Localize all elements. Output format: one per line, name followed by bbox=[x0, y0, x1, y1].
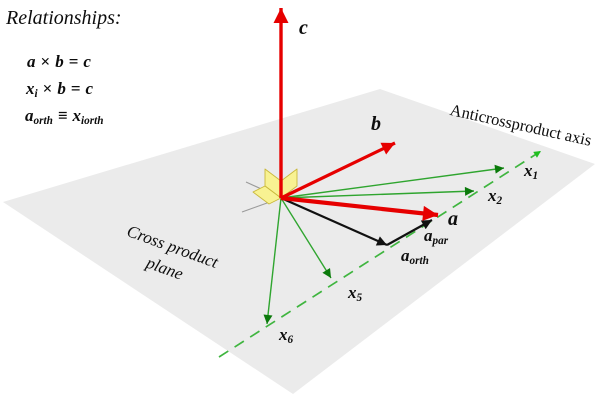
right-angle-marker bbox=[252, 168, 298, 205]
vector-x6-arrow bbox=[263, 197, 282, 325]
vector-a-label: a bbox=[448, 208, 458, 230]
vector-x1-label: x1 bbox=[524, 161, 539, 183]
eq3-x: x bbox=[72, 106, 82, 125]
a-orth-main: a bbox=[401, 246, 410, 265]
vector-x6-label: x6 bbox=[279, 325, 294, 347]
a-par-main: a bbox=[424, 226, 433, 245]
x2-subscript: 2 bbox=[496, 195, 503, 208]
eq1-b: b bbox=[55, 52, 64, 71]
eq2-b: b bbox=[57, 79, 66, 98]
eq2-equals: = bbox=[70, 79, 81, 98]
vector-c-label: c bbox=[299, 17, 308, 39]
relationships-title: Relationships: bbox=[6, 7, 122, 29]
equation-aorth-xiorth: aorth ≡xiorth bbox=[25, 106, 104, 128]
vector-x5-arrow bbox=[280, 197, 332, 279]
x6-main: x bbox=[279, 325, 288, 344]
x2-main: x bbox=[488, 186, 497, 205]
eq2-cross-operator: × bbox=[42, 79, 53, 98]
x5-subscript: 5 bbox=[356, 292, 363, 305]
vector-a-orth-arrow bbox=[280, 196, 388, 247]
vector-x2-label: x2 bbox=[488, 186, 503, 208]
equation-axb-c: a×b=c bbox=[27, 53, 91, 70]
eq2-x-subscript: i bbox=[34, 88, 38, 101]
vector-b-label: b bbox=[371, 113, 381, 135]
a-par-subscript: par bbox=[432, 235, 449, 248]
a-orth-subscript: orth bbox=[409, 255, 429, 268]
vector-x1-arrow bbox=[280, 164, 505, 199]
anticrossproduct-axis-dashed-line bbox=[218, 150, 542, 358]
eq1-c: c bbox=[83, 52, 91, 71]
x1-subscript: 1 bbox=[532, 170, 539, 183]
eq2-c: c bbox=[85, 79, 94, 98]
eq1-cross-operator: × bbox=[40, 52, 51, 71]
vector-x5-label: x5 bbox=[348, 283, 363, 305]
x5-main: x bbox=[348, 283, 357, 302]
vector-b-arrow bbox=[280, 141, 396, 200]
vector-a-arrow bbox=[280, 195, 439, 221]
eq3-a: a bbox=[25, 106, 34, 125]
eq2-x: x bbox=[26, 79, 35, 98]
eq1-a: a bbox=[27, 52, 36, 71]
eq3-a-subscript: orth bbox=[33, 115, 53, 128]
vector-x2-arrow bbox=[280, 186, 475, 199]
eq3-x-subscript: iorth bbox=[81, 115, 104, 128]
equation-xixb-c: xi ×b=c bbox=[26, 79, 94, 101]
vector-a-orth-label: aorth bbox=[401, 246, 429, 268]
cross-product-plane-shape bbox=[3, 89, 595, 394]
eq1-equals: = bbox=[68, 52, 79, 71]
vector-a-par-arrow bbox=[386, 219, 433, 246]
eq3-identical-operator: ≡ bbox=[57, 106, 68, 125]
x1-main: x bbox=[524, 161, 533, 180]
vector-a-par-label: apar bbox=[424, 226, 449, 248]
x6-subscript: 6 bbox=[287, 334, 294, 347]
